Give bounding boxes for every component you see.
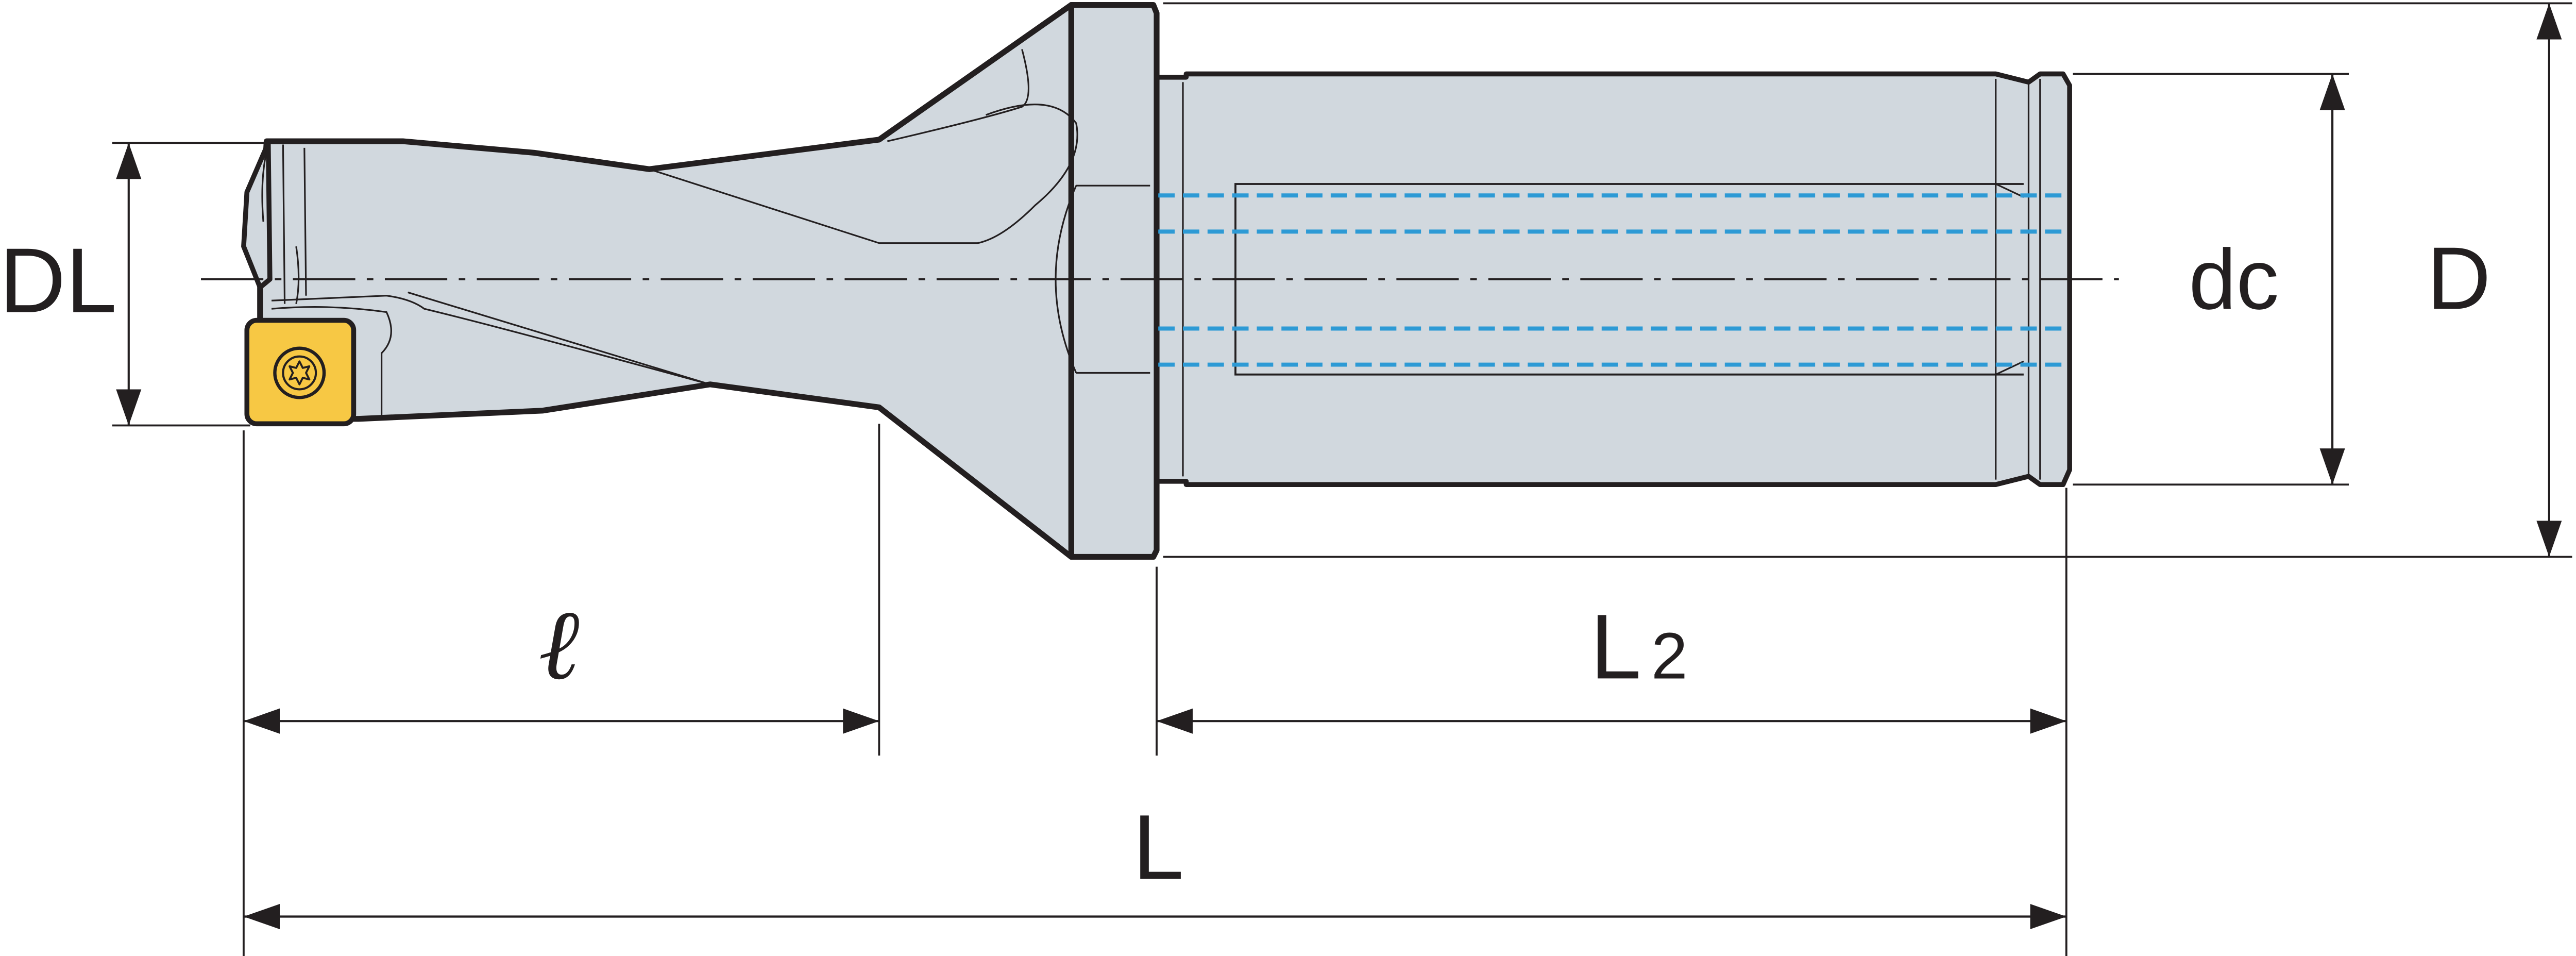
- drill-body: [257, 2, 1074, 560]
- coolant-channels: [1158, 193, 2066, 367]
- l-label: ℓ: [538, 587, 580, 702]
- drill-tool: [201, 2, 2119, 560]
- dc-label: dc: [2189, 232, 2279, 327]
- dimension-lines: [116, 3, 2562, 930]
- extension-lines: [112, 2, 2572, 956]
- total-length-label: L: [1133, 795, 1184, 898]
- l2-label-main: L: [1590, 595, 1641, 698]
- torx-screw-icon: [273, 346, 326, 399]
- carbide-insert: [244, 317, 357, 427]
- drill-tip: [241, 140, 273, 290]
- d-label: D: [2427, 229, 2490, 328]
- flange: [1068, 2, 1160, 560]
- dl-label: DL: [0, 229, 117, 332]
- l2-label-subscript: 2: [1651, 619, 1688, 693]
